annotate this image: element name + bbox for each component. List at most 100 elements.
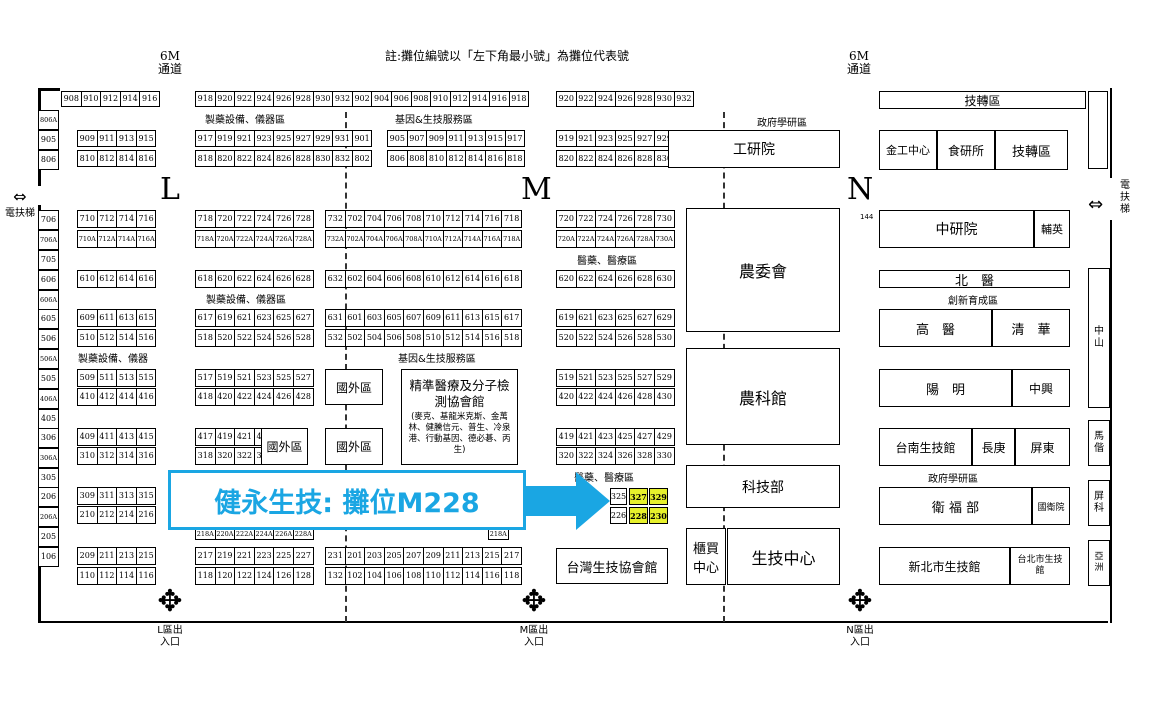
booth-926[interactable]: 926 <box>614 91 636 107</box>
booth-514[interactable]: 514 <box>462 329 483 347</box>
booth-311[interactable]: 311 <box>96 487 118 505</box>
booth-714A[interactable]: 714A <box>462 230 483 248</box>
booth-524[interactable]: 524 <box>253 329 275 347</box>
pavilion-agri[interactable]: 農科館 <box>686 348 840 445</box>
booth-122[interactable]: 122 <box>234 567 255 585</box>
booth-206A[interactable]: 206A <box>38 507 59 527</box>
booth-419[interactable]: 419 <box>214 428 236 446</box>
booth-110[interactable]: 110 <box>423 567 444 585</box>
booth-413[interactable]: 413 <box>116 428 137 446</box>
booth-623[interactable]: 623 <box>595 309 616 327</box>
pavilion-chang-gung[interactable]: 長庚 <box>972 428 1015 466</box>
booth-628[interactable]: 628 <box>293 270 314 288</box>
booth-132[interactable]: 132 <box>325 567 346 585</box>
booth-814[interactable]: 814 <box>465 150 486 167</box>
booth-923[interactable]: 923 <box>253 130 275 147</box>
booth-624[interactable]: 624 <box>595 270 616 288</box>
booth-620[interactable]: 620 <box>214 270 236 288</box>
booth-822[interactable]: 822 <box>575 150 597 167</box>
booth-919[interactable]: 919 <box>214 130 236 147</box>
booth-528[interactable]: 528 <box>634 329 655 347</box>
booth-223[interactable]: 223 <box>253 547 275 565</box>
booth-530[interactable]: 530 <box>654 329 675 347</box>
booth-114[interactable]: 114 <box>462 567 483 585</box>
booth-322[interactable]: 322 <box>575 447 597 465</box>
booth-630[interactable]: 630 <box>654 270 675 288</box>
booth-822[interactable]: 822 <box>234 150 255 167</box>
booth-905[interactable]: 905 <box>38 130 59 150</box>
pavilion-foreign-2[interactable]: 國外區 <box>261 428 308 465</box>
pavilion-asia[interactable]: 亞洲 <box>1088 540 1110 586</box>
booth-411[interactable]: 411 <box>96 428 118 446</box>
booth-618[interactable]: 618 <box>195 270 216 288</box>
booth-611[interactable]: 611 <box>96 309 118 327</box>
booth-907[interactable]: 907 <box>406 130 428 147</box>
pavilion-tech-transfer-top[interactable]: 技轉區 <box>879 91 1086 109</box>
booth-104[interactable]: 104 <box>364 567 385 585</box>
pavilion-pust[interactable]: 屏科 <box>1088 480 1110 526</box>
booth-526[interactable]: 526 <box>614 329 636 347</box>
booth-832[interactable]: 832 <box>332 150 353 167</box>
booth-716[interactable]: 716 <box>135 210 157 228</box>
booth-422[interactable]: 422 <box>575 388 597 406</box>
booth-902[interactable]: 902 <box>351 91 373 107</box>
booth-217[interactable]: 217 <box>195 547 216 565</box>
booth-722[interactable]: 722 <box>575 210 597 228</box>
booth-116[interactable]: 116 <box>481 567 503 585</box>
booth-618[interactable]: 618 <box>501 270 522 288</box>
booth-802[interactable]: 802 <box>351 150 373 167</box>
booth-706[interactable]: 706 <box>383 210 405 228</box>
pavilion-mohw[interactable]: 衛 福 部 <box>879 487 1032 525</box>
booth-504[interactable]: 504 <box>364 329 385 347</box>
booth-415[interactable]: 415 <box>135 428 157 446</box>
booth-305[interactable]: 305 <box>38 468 59 488</box>
booth-928[interactable]: 928 <box>293 91 314 107</box>
booth-712A[interactable]: 712A <box>96 230 118 248</box>
booth-526[interactable]: 526 <box>273 329 294 347</box>
booth-625[interactable]: 625 <box>273 309 294 327</box>
booth-512[interactable]: 512 <box>96 329 118 347</box>
pavilion-tech-transfer[interactable]: 技轉區 <box>995 130 1068 170</box>
booth-724A[interactable]: 724A <box>595 230 616 248</box>
booth-818[interactable]: 818 <box>195 150 216 167</box>
booth-627[interactable]: 627 <box>634 309 655 327</box>
pavilion-tainan[interactable]: 台南生技館 <box>879 428 972 466</box>
booth-930[interactable]: 930 <box>312 91 334 107</box>
booth-313[interactable]: 313 <box>116 487 137 505</box>
pavilion-fu-jen[interactable]: 輔英 <box>1034 210 1070 248</box>
booth-726[interactable]: 726 <box>273 210 294 228</box>
booth-617[interactable]: 617 <box>195 309 216 327</box>
booth-617[interactable]: 617 <box>501 309 522 327</box>
booth-412[interactable]: 412 <box>96 388 118 406</box>
booth-714A[interactable]: 714A <box>116 230 137 248</box>
booth-527[interactable]: 527 <box>634 369 655 387</box>
booth-922[interactable]: 922 <box>234 91 255 107</box>
booth-921[interactable]: 921 <box>575 130 597 147</box>
booth-915[interactable]: 915 <box>135 130 157 147</box>
booth-626[interactable]: 626 <box>273 270 294 288</box>
booth-309[interactable]: 309 <box>77 487 98 505</box>
booth-806[interactable]: 806 <box>38 150 59 170</box>
booth-724[interactable]: 724 <box>595 210 616 228</box>
booth-722A[interactable]: 722A <box>234 230 255 248</box>
booth-911[interactable]: 911 <box>96 130 118 147</box>
booth-205[interactable]: 205 <box>383 547 405 565</box>
booth-106[interactable]: 106 <box>38 547 59 567</box>
booth-924[interactable]: 924 <box>595 91 616 107</box>
booth-609[interactable]: 609 <box>77 309 98 327</box>
booth-901[interactable]: 901 <box>351 130 373 147</box>
booth-919[interactable]: 919 <box>556 130 577 147</box>
pavilion-mackay[interactable]: 馬偕 <box>1088 420 1110 466</box>
booth-221[interactable]: 221 <box>234 547 255 565</box>
booth-523[interactable]: 523 <box>595 369 616 387</box>
booth-714[interactable]: 714 <box>116 210 137 228</box>
booth-529[interactable]: 529 <box>654 369 675 387</box>
booth-812[interactable]: 812 <box>445 150 467 167</box>
booth-704[interactable]: 704 <box>364 210 385 228</box>
booth-613[interactable]: 613 <box>116 309 137 327</box>
booth-511[interactable]: 511 <box>96 369 118 387</box>
booth-306A[interactable]: 306A <box>38 448 59 468</box>
booth-912[interactable]: 912 <box>449 91 471 107</box>
booth-209[interactable]: 209 <box>423 547 444 565</box>
booth-426[interactable]: 426 <box>614 388 636 406</box>
